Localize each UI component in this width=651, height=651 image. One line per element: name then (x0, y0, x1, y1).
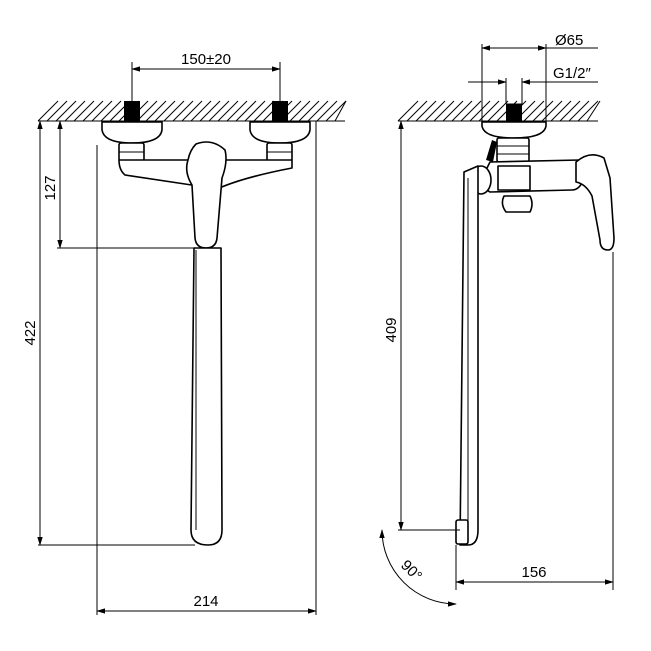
hatch-line (451, 100, 473, 122)
hatch-line (289, 100, 311, 122)
hatch-line (46, 100, 68, 122)
dim-height-label: 409 (383, 317, 400, 342)
hatch-line (154, 100, 176, 122)
wall-hatch-front (37, 100, 347, 122)
spout (190, 247, 223, 546)
side-spout-arm (459, 165, 479, 546)
dim-diameter-label: Ø65 (555, 32, 583, 49)
right-escutcheon (249, 121, 311, 144)
front-view: 150±20 127 422 214 (22, 51, 347, 615)
hatch-line (523, 100, 545, 122)
hatch-line (559, 100, 581, 122)
hatch-line (244, 100, 266, 122)
dim-total-height: 422 (22, 120, 43, 546)
hatch-line (424, 100, 446, 122)
hatch-line (397, 100, 419, 122)
hatch-line (208, 100, 230, 122)
hatch-line (181, 100, 203, 122)
hatch-line (190, 100, 212, 122)
dim-angle: 90° (379, 529, 457, 607)
dim-inlet-spacing-label: 150±20 (181, 51, 231, 68)
hatch-line (415, 100, 437, 122)
mixer-handle (185, 141, 227, 249)
dim-total-width-label: 214 (193, 593, 218, 610)
hatch-line (298, 100, 320, 122)
dim-diameter: Ø65 (481, 32, 598, 51)
hatch-line (442, 100, 464, 122)
hatch-line (577, 100, 599, 122)
hatch-line (307, 100, 329, 122)
hatch-line (586, 100, 601, 122)
hatch-line (145, 100, 167, 122)
hatch-line (199, 100, 221, 122)
hatch-line (433, 100, 455, 122)
wall-hatch-side (397, 100, 601, 122)
dim-reach: 156 (455, 564, 614, 585)
side-clip (486, 140, 497, 162)
dim-height: 409 (383, 120, 404, 531)
hatch-line (226, 100, 248, 122)
hatch-line (253, 100, 275, 122)
dim-handle-height-label: 127 (42, 175, 59, 200)
hatch-line (541, 100, 563, 122)
dim-total-width: 214 (96, 593, 317, 614)
hatch-line (82, 100, 104, 122)
hatch-line (316, 100, 338, 122)
hatch-line (406, 100, 428, 122)
hatch-line (37, 100, 59, 122)
side-handle (575, 154, 615, 251)
hatch-line (163, 100, 185, 122)
hatch-line (100, 100, 122, 122)
hatch-line (325, 100, 347, 122)
hatch-line (136, 100, 158, 122)
hatch-line (532, 100, 554, 122)
dim-inlet-spacing: 150±20 (131, 51, 281, 72)
hatch-line (568, 100, 590, 122)
dim-thread: G1/2″ (468, 65, 598, 85)
side-view: Ø65 G1/2″ 409 90° 156 (379, 32, 615, 607)
hatch-line (73, 100, 95, 122)
left-inlet-pipe (124, 101, 140, 122)
left-escutcheon (101, 121, 163, 144)
dim-thread-label: G1/2″ (553, 65, 592, 82)
hatch-line (550, 100, 572, 122)
dim-total-height-label: 422 (22, 320, 39, 345)
side-spout-tip (455, 519, 469, 545)
hatch-line (55, 100, 77, 122)
hatch-line (235, 100, 257, 122)
side-nut (496, 137, 530, 163)
hatch-line (460, 100, 482, 122)
side-escutcheon (481, 121, 547, 139)
hatch-line (217, 100, 239, 122)
side-inlet-pipe (506, 104, 522, 122)
dim-handle-height: 127 (42, 120, 63, 249)
hatch-line (64, 100, 86, 122)
side-aerator-nozzle (501, 195, 533, 213)
right-inlet-pipe (272, 101, 288, 122)
hatch-line (334, 100, 347, 122)
side-body-connector (497, 165, 531, 191)
hatch-line (91, 100, 113, 122)
dim-reach-label: 156 (521, 564, 546, 581)
hatch-line (487, 100, 509, 122)
hatch-line (172, 100, 194, 122)
hatch-line (469, 100, 491, 122)
